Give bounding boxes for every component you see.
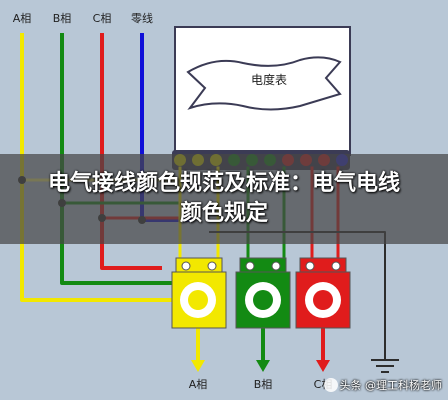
breaker-a xyxy=(171,257,227,329)
arrow-out-a xyxy=(191,360,205,372)
ground-symbol xyxy=(371,359,399,373)
top-label-neutral: 零线 xyxy=(131,11,153,25)
meter-label: 电度表 xyxy=(251,72,287,87)
caption-title: 电气接线颜色规范及标准：电气电线颜色规定 xyxy=(47,171,400,226)
breaker-c xyxy=(295,257,351,329)
bottom-label-a: A相 xyxy=(189,378,208,391)
arrow-out-b xyxy=(256,360,270,372)
top-label-a: A相 xyxy=(13,12,32,25)
meter-banner xyxy=(186,56,342,111)
watermark-text: 头条 @理工科杨老师 xyxy=(339,379,443,392)
wire-phase-c xyxy=(100,33,162,270)
top-label-b: B相 xyxy=(53,12,72,25)
caption-band: 电气接线颜色规范及标准：电气电线颜色规定 xyxy=(0,154,448,244)
bottom-label-b: B相 xyxy=(254,378,273,391)
watermark-logo-icon xyxy=(323,378,338,392)
watermark: 头条 @理工科杨老师 xyxy=(323,376,443,394)
arrow-out-c xyxy=(316,360,330,372)
breaker-b xyxy=(235,257,291,329)
wire-phase-b xyxy=(60,33,192,285)
wire-phase-a xyxy=(20,33,192,302)
top-label-c: C相 xyxy=(93,12,112,25)
